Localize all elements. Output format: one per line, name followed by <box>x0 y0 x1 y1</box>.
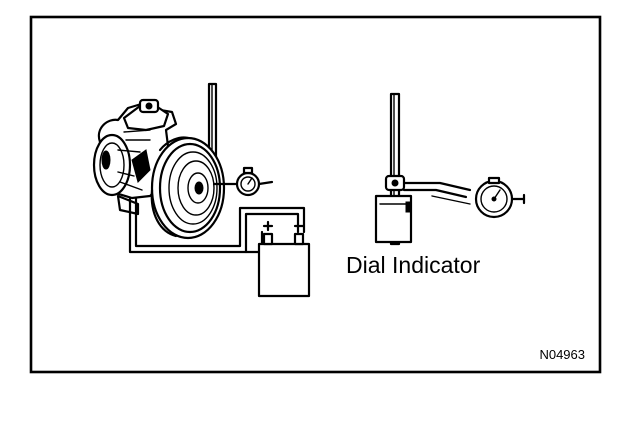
compressor-assembly <box>92 98 180 216</box>
dial-indicator-label: Dial Indicator <box>346 252 481 278</box>
diagram-frame <box>29 15 602 374</box>
battery-icon <box>257 220 311 298</box>
dial-indicator-gauge <box>474 176 526 219</box>
dial-gauge-left <box>212 166 274 197</box>
figure-code: N04963 <box>539 347 585 362</box>
clutch-pulley <box>150 136 226 240</box>
dial-indicator-stand <box>374 92 472 246</box>
